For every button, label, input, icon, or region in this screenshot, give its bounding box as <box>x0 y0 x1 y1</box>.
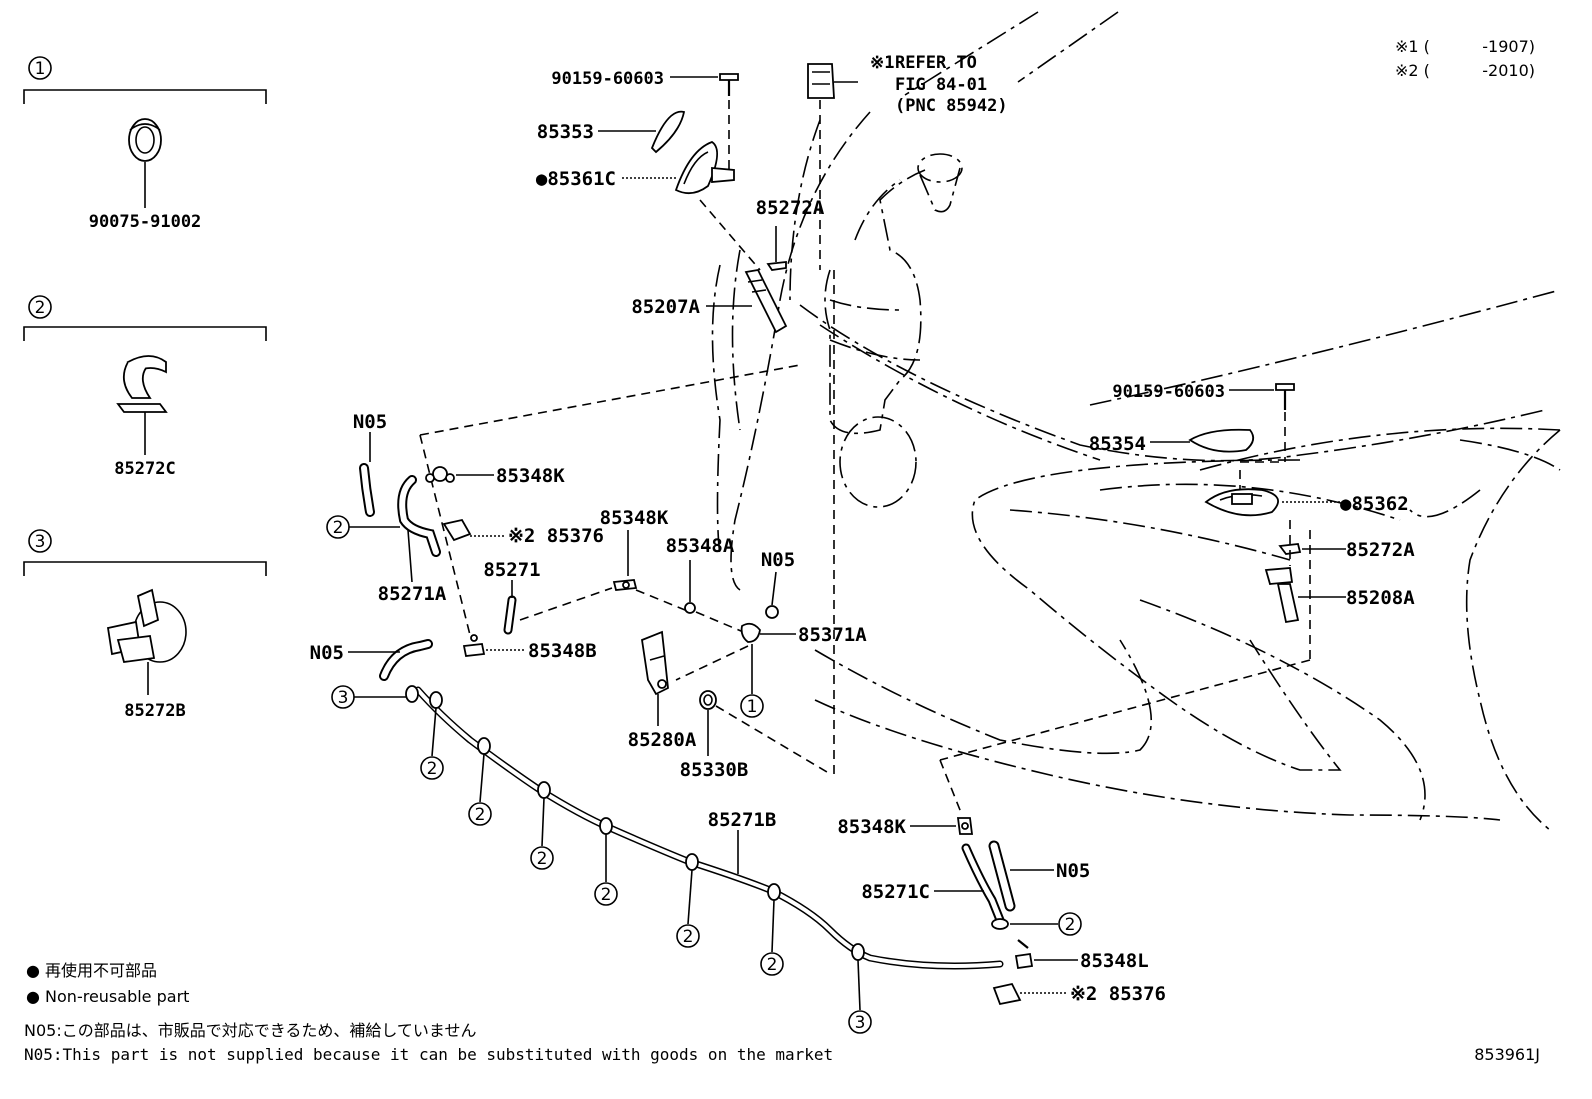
hose-n05-b <box>765 605 779 619</box>
footnote-n05-jp: N05:この部品は、市販品で対応できるため、補給していません <box>24 1021 476 1040</box>
callout-85348K-b: 85348K <box>600 507 669 529</box>
svg-text:2: 2 <box>427 759 438 779</box>
nozzle-cover-85354 <box>1188 428 1255 453</box>
callout-85371A: 85371A <box>798 624 867 646</box>
callout-85271: 85271 <box>483 559 540 581</box>
svg-text:2: 2 <box>601 885 612 905</box>
applicability-mark-1: ※1 ( <box>1395 37 1430 56</box>
callout-x2-85376-a: ※2 85376 <box>508 525 604 547</box>
part-number-85272C: 85272C <box>114 459 175 479</box>
nozzle-gasket-85362 <box>1204 488 1279 517</box>
svg-text:3: 3 <box>855 1013 866 1033</box>
hose-85271 <box>503 595 517 635</box>
refer-note-mark: ※1 <box>870 53 894 73</box>
washer-nozzle-85207A <box>744 269 788 334</box>
applicability-mark-2: ※2 ( <box>1395 61 1430 80</box>
callout-85280A: 85280A <box>628 729 697 751</box>
callout-N05-d: N05 <box>1056 860 1090 882</box>
callout-85353: 85353 <box>537 121 594 143</box>
callout-85271B: 85271B <box>708 809 777 831</box>
callout-85348A: 85348A <box>666 535 735 557</box>
callout-85362: ●85362 <box>1340 493 1409 515</box>
refer-note-line3: (PNC 85942) <box>895 96 1008 116</box>
svg-text:1: 1 <box>747 697 758 717</box>
cap-85376-b <box>992 982 1022 1006</box>
svg-text:2: 2 <box>767 955 778 975</box>
callout-90159-60603-top: 90159-60603 <box>551 69 664 89</box>
grommet-85371A <box>740 622 761 643</box>
callout-85208A: 85208A <box>1346 587 1415 609</box>
callout-85271A: 85271A <box>378 583 447 605</box>
refer-note-line2: FIG 84-01 <box>895 75 987 95</box>
joint-85348L <box>1014 939 1034 970</box>
clip-85272A-top <box>766 260 787 271</box>
callout-90159-60603-right: 90159-60603 <box>1112 382 1225 402</box>
svg-text:2: 2 <box>475 805 486 825</box>
callout-85271C: 85271C <box>861 881 930 903</box>
svg-text:2: 2 <box>35 298 46 318</box>
part-number-90075-91002: 90075-91002 <box>89 212 202 232</box>
footnote-nonreusable-jp: ● 再使用不可部品 <box>26 961 157 980</box>
pump-connector <box>807 63 835 99</box>
callout-85272A-top: 85272A <box>756 197 825 219</box>
callout-85348B: 85348B <box>528 640 597 662</box>
clip-icon <box>116 355 168 413</box>
joint-85348K-a <box>425 466 455 483</box>
callout-85361C: ●85361C <box>536 168 616 190</box>
legend-group-3: 3 85272B <box>23 529 267 721</box>
joint-85348K-c <box>956 817 974 835</box>
cap-85376-a <box>442 518 472 542</box>
washer-tank-outline <box>824 153 963 508</box>
callout-x2-85376-b: ※2 85376 <box>1070 983 1166 1005</box>
part-number-85272B: 85272B <box>124 701 185 721</box>
joint-85348K-b <box>612 579 638 591</box>
svg-text:1: 1 <box>35 59 46 79</box>
joint-85348B <box>462 634 486 657</box>
svg-text:2: 2 <box>1065 915 1076 935</box>
nozzle-cover-85353 <box>650 110 686 154</box>
nozzle-gasket-85361C <box>674 140 735 195</box>
svg-text:2: 2 <box>333 518 344 538</box>
hose-clamp-icon <box>106 588 187 663</box>
washer-nozzle-85208A <box>1264 567 1300 624</box>
svg-text:2: 2 <box>683 927 694 947</box>
circled-2-series: 2 2 2 2 2 2 <box>420 707 784 976</box>
legend-group-2: 2 85272C <box>23 295 267 479</box>
refer-note-line1: REFER TO <box>895 53 977 73</box>
grommet-85330B <box>699 690 717 710</box>
callout-85207A: 85207A <box>631 296 700 318</box>
hose-85271C <box>961 843 1009 930</box>
clip-85272A-right <box>1278 543 1302 555</box>
legend-group-1: 1 90075-91002 <box>23 56 267 232</box>
footnote-n05-en: N05:This part is not supplied because it… <box>24 1045 833 1064</box>
callout-85354: 85354 <box>1089 433 1146 455</box>
applicability-value-2: -2010) <box>1482 61 1535 80</box>
hose-n05-d <box>988 840 1016 912</box>
hose-n05-top <box>359 463 375 517</box>
svg-text:2: 2 <box>537 849 548 869</box>
footnote-nonreusable-en: ● Non-reusable part <box>26 987 189 1006</box>
callout-85348K-c: 85348K <box>837 816 906 838</box>
callout-85330B: 85330B <box>680 759 749 781</box>
grommet-icon <box>128 118 162 162</box>
screw-right <box>1275 383 1295 410</box>
callout-85348L: 85348L <box>1080 950 1149 972</box>
callout-85348K-a: 85348K <box>496 465 565 487</box>
callout-N05-a: N05 <box>353 411 387 433</box>
callout-85272A-right: 85272A <box>1346 539 1415 561</box>
applicability-value-1: -1907) <box>1482 37 1535 56</box>
callout-N05-b: N05 <box>761 549 795 571</box>
svg-text:3: 3 <box>35 532 46 552</box>
check-valve-85280A <box>641 630 669 696</box>
hose-n05-c <box>379 639 433 681</box>
joint-85348A <box>684 602 696 614</box>
screw-top <box>719 73 739 96</box>
callout-N05-c: N05 <box>310 642 344 664</box>
figure-id: 853961J <box>1474 1045 1540 1064</box>
hose-85271A <box>397 475 441 557</box>
svg-text:3: 3 <box>338 688 349 708</box>
